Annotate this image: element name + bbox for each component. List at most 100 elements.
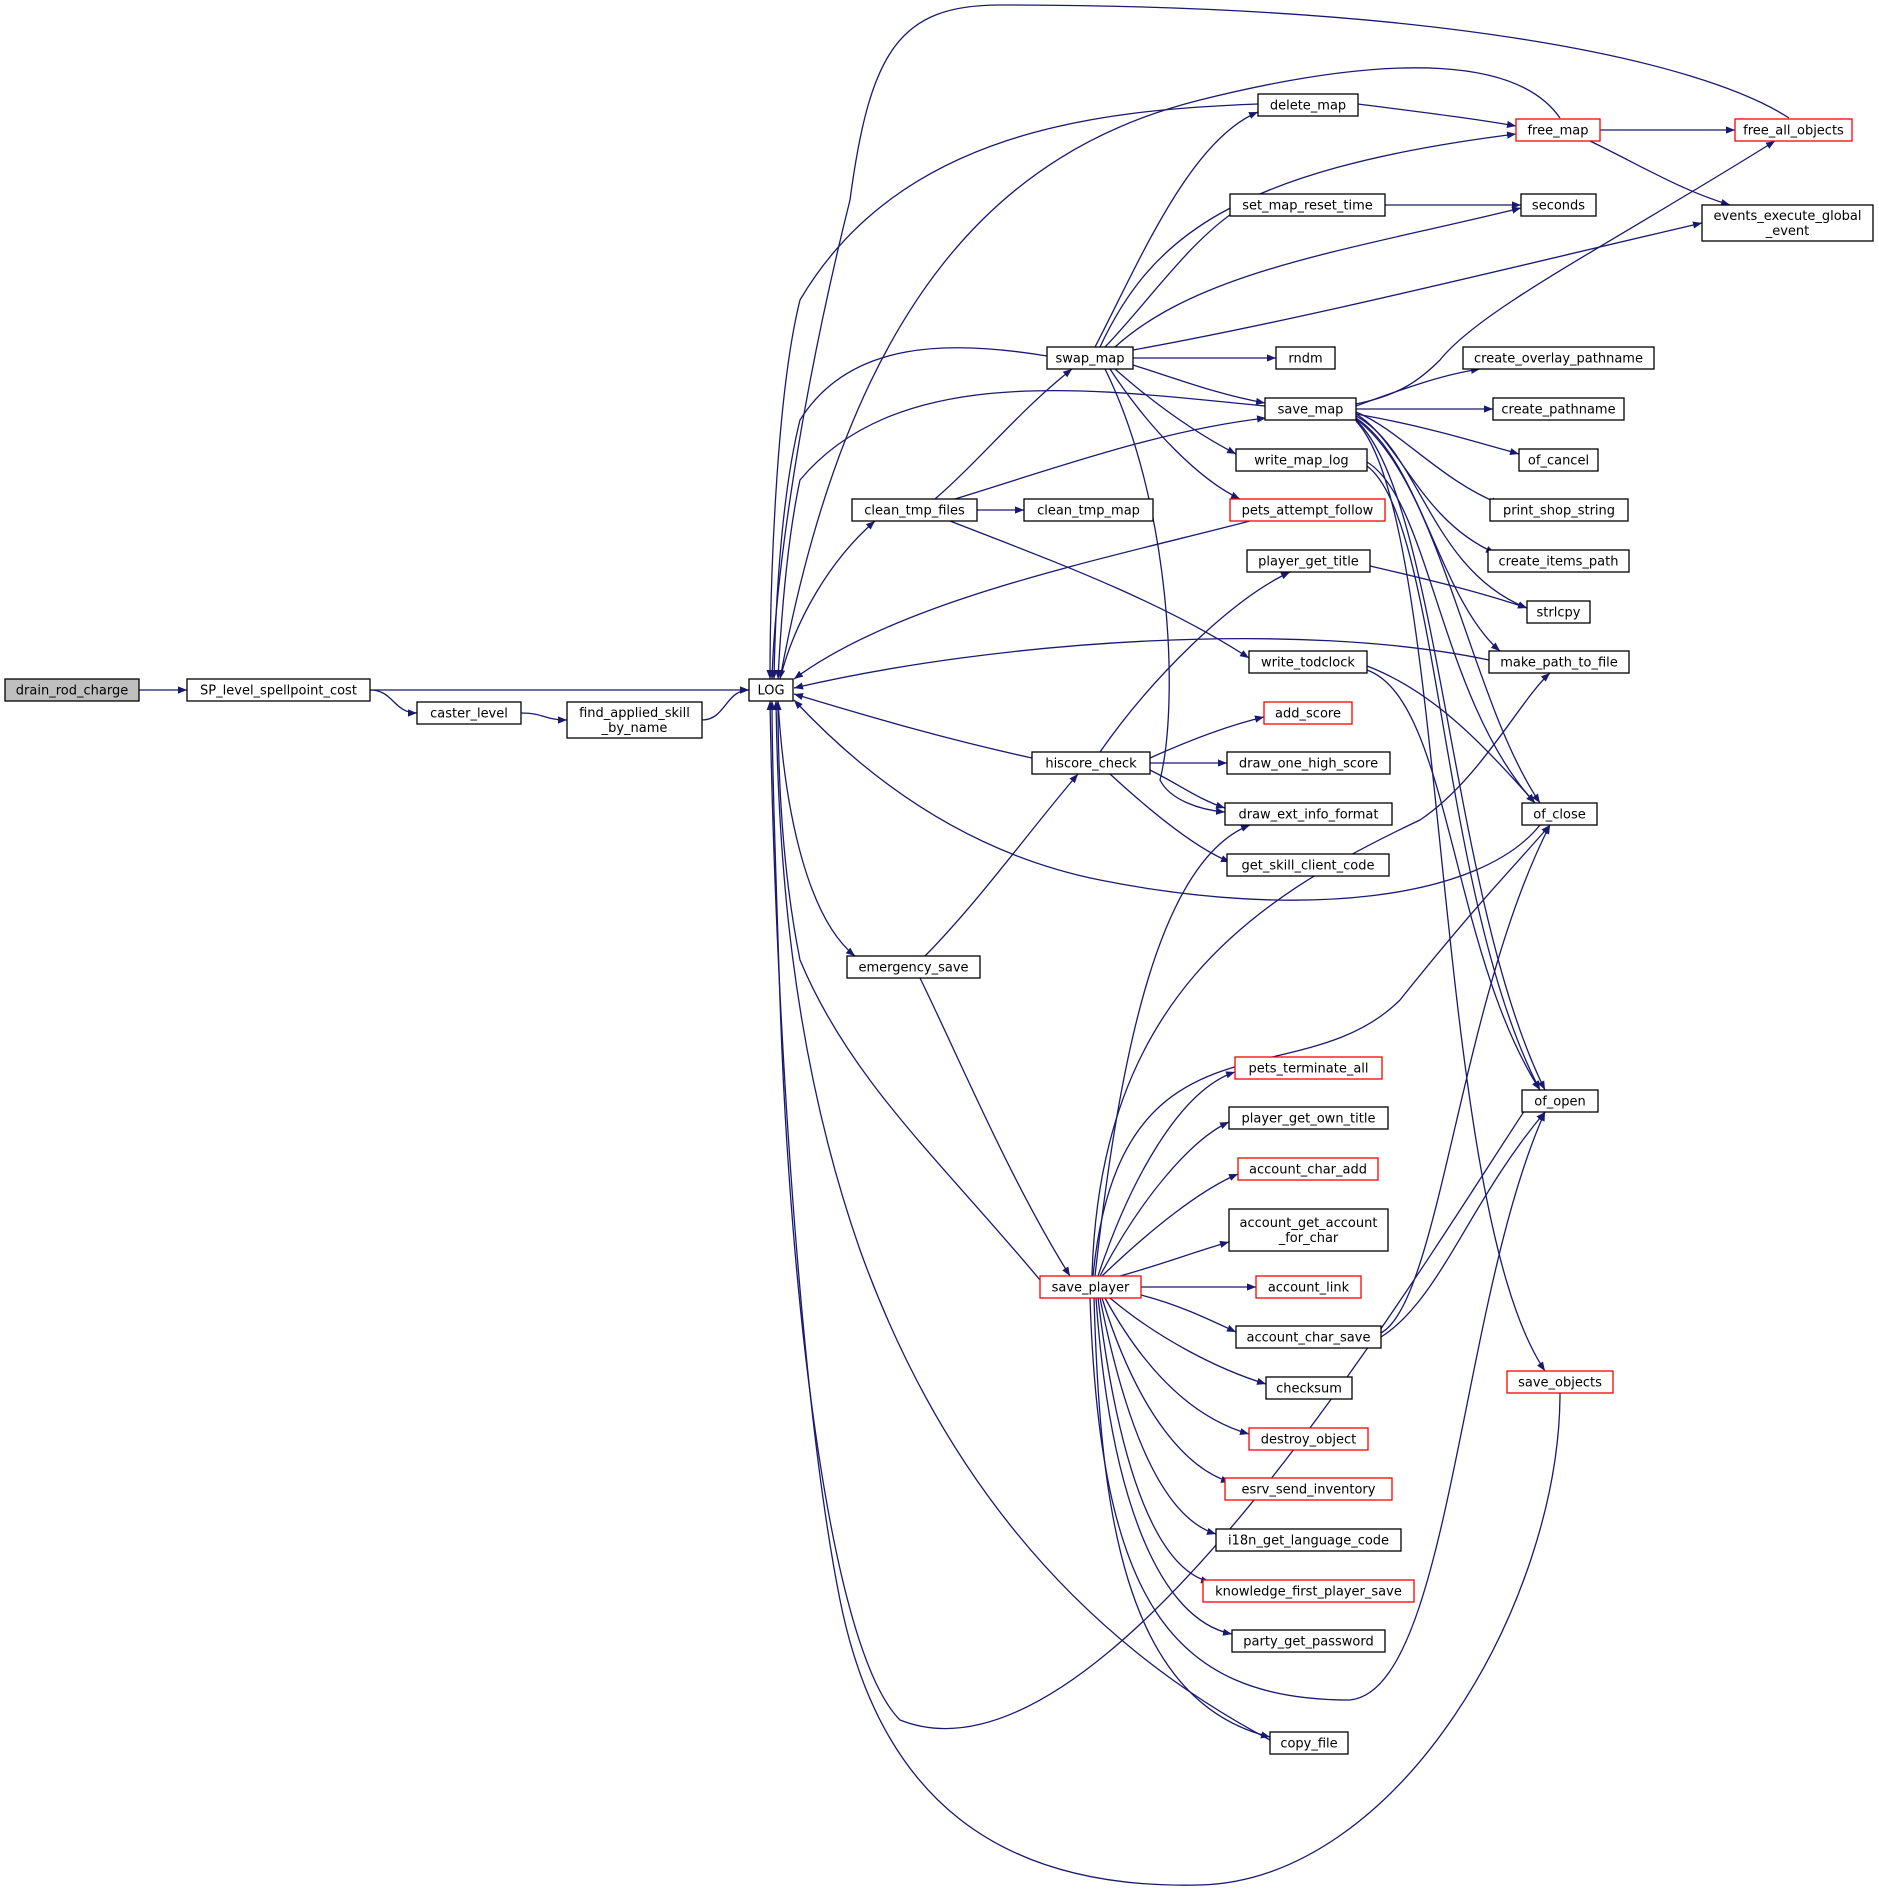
node-copy_file[interactable]: copy_file bbox=[1269, 1731, 1349, 1755]
node-player_get_own_title[interactable]: player_get_own_title bbox=[1228, 1106, 1389, 1130]
edge-free_all_objects-to-LOG bbox=[768, 4, 1790, 680]
node-account_link[interactable]: account_link bbox=[1255, 1275, 1362, 1299]
node-create_pathname[interactable]: create_pathname bbox=[1492, 397, 1625, 421]
edge-line bbox=[1149, 769, 1226, 809]
edge-save_player-to-i18n_get_language_code bbox=[1099, 1297, 1217, 1535]
edge-copy_file-to-LOG bbox=[772, 700, 1271, 1741]
node-box bbox=[186, 678, 371, 702]
node-box bbox=[1489, 498, 1629, 522]
edge-caster_level-to-find_applied_skill_by_name bbox=[520, 712, 568, 724]
node-print_shop_string[interactable]: print_shop_string bbox=[1489, 498, 1629, 522]
edge-save_map-to-create_overlay_pathname bbox=[1355, 366, 1481, 407]
node-save_objects[interactable]: save_objects bbox=[1506, 1370, 1614, 1394]
node-SP_level_spellpoint_cost[interactable]: SP_level_spellpoint_cost bbox=[186, 678, 371, 702]
edge-line bbox=[1355, 140, 1776, 405]
node-caster_level[interactable]: caster_level bbox=[416, 701, 522, 725]
node-box bbox=[748, 678, 794, 702]
edge-save_player-to-esrv_send_inventory bbox=[1101, 1297, 1231, 1483]
node-create_items_path[interactable]: create_items_path bbox=[1487, 549, 1630, 573]
edge-account_char_save-to-of_open bbox=[1380, 1111, 1546, 1338]
edge-line bbox=[1355, 411, 1501, 505]
edge-of_close-to-LOG bbox=[793, 699, 1541, 901]
node-label: get_skill_client_code bbox=[1241, 859, 1374, 874]
node-account_char_save[interactable]: account_char_save bbox=[1235, 1325, 1382, 1349]
node-label: strlcpy bbox=[1537, 606, 1581, 621]
node-label: i18n_get_language_code bbox=[1228, 1534, 1389, 1549]
node-create_overlay_pathname[interactable]: create_overlay_pathname bbox=[1462, 346, 1655, 370]
node-label: copy_file bbox=[1280, 1737, 1337, 1752]
edge-save_map-to-print_shop_string bbox=[1355, 411, 1501, 505]
node-box bbox=[1202, 1579, 1415, 1603]
edge-swap_map-to-save_map bbox=[1132, 364, 1266, 405]
node-label: emergency_save bbox=[858, 961, 968, 976]
edge-line bbox=[1380, 824, 1551, 1334]
node-write_map_log[interactable]: write_map_log bbox=[1235, 448, 1368, 472]
node-save_player[interactable]: save_player bbox=[1039, 1275, 1142, 1299]
node-seconds[interactable]: seconds bbox=[1520, 193, 1597, 217]
node-label: create_pathname bbox=[1501, 403, 1615, 418]
edge-line bbox=[369, 689, 418, 717]
node-save_map[interactable]: save_map bbox=[1264, 397, 1357, 421]
edge-swap_map-to-seconds bbox=[1114, 206, 1522, 348]
node-clean_tmp_map[interactable]: clean_tmp_map bbox=[1023, 498, 1154, 522]
node-events_execute_global_event[interactable]: events_execute_global_event bbox=[1701, 204, 1874, 242]
node-label: account_link bbox=[1268, 1281, 1350, 1296]
edge-line bbox=[777, 700, 856, 957]
edge-line bbox=[701, 686, 750, 721]
node-find_applied_skill_by_name[interactable]: find_applied_skill_by_name bbox=[566, 701, 703, 739]
node-account_get_account_for_char[interactable]: account_get_account_for_char bbox=[1228, 1208, 1389, 1252]
node-draw_ext_info_format[interactable]: draw_ext_info_format bbox=[1224, 802, 1393, 826]
node-label: print_shop_string bbox=[1503, 504, 1615, 519]
node-get_skill_client_code[interactable]: get_skill_client_code bbox=[1226, 853, 1390, 877]
node-box bbox=[1228, 1208, 1389, 1252]
node-pets_terminate_all[interactable]: pets_terminate_all bbox=[1234, 1056, 1383, 1080]
node-esrv_send_inventory[interactable]: esrv_send_inventory bbox=[1224, 1477, 1393, 1501]
edge-swap_map-to-free_map bbox=[1099, 131, 1517, 348]
node-party_get_password[interactable]: party_get_password bbox=[1231, 1629, 1386, 1653]
node-LOG[interactable]: LOG bbox=[748, 678, 794, 702]
edge-line bbox=[949, 520, 1250, 659]
edge-pets_attempt_follow-to-LOG bbox=[793, 520, 1251, 680]
edge-line bbox=[1095, 1297, 1233, 1636]
node-player_get_title[interactable]: player_get_title bbox=[1246, 549, 1371, 573]
node-label: delete_map bbox=[1270, 99, 1346, 114]
node-label: find_applied_skill bbox=[579, 706, 690, 721]
node-make_path_to_file[interactable]: make_path_to_file bbox=[1488, 650, 1630, 674]
node-strlcpy[interactable]: strlcpy bbox=[1526, 600, 1591, 624]
edge-line bbox=[1114, 368, 1237, 455]
edge-account_char_save-to-of_close bbox=[1380, 824, 1551, 1334]
node-write_todclock[interactable]: write_todclock bbox=[1248, 650, 1368, 674]
node-clean_tmp_files[interactable]: clean_tmp_files bbox=[851, 498, 978, 522]
edge-line bbox=[1355, 366, 1481, 407]
edge-line bbox=[1097, 1071, 1236, 1277]
edge-line bbox=[1089, 1111, 1546, 1701]
node-box bbox=[1224, 1477, 1393, 1501]
node-label: _event bbox=[1765, 224, 1810, 239]
node-account_char_add[interactable]: account_char_add bbox=[1237, 1157, 1379, 1181]
node-label: free_all_objects bbox=[1743, 124, 1844, 139]
node-free_all_objects[interactable]: free_all_objects bbox=[1734, 118, 1853, 142]
node-checksum[interactable]: checksum bbox=[1265, 1376, 1353, 1400]
node-set_map_reset_time[interactable]: set_map_reset_time bbox=[1229, 193, 1386, 217]
edge-line bbox=[774, 389, 1266, 680]
node-drain_rod_charge[interactable]: drain_rod_charge bbox=[4, 678, 140, 702]
node-free_map[interactable]: free_map bbox=[1515, 118, 1601, 142]
edge-save_player-to-draw_ext_info_format bbox=[1094, 824, 1251, 1277]
node-rndm[interactable]: rndm bbox=[1275, 346, 1336, 370]
node-of_cancel[interactable]: of_cancel bbox=[1518, 448, 1599, 472]
node-emergency_save[interactable]: emergency_save bbox=[846, 955, 981, 979]
node-draw_one_high_score[interactable]: draw_one_high_score bbox=[1226, 751, 1391, 775]
node-delete_map[interactable]: delete_map bbox=[1257, 93, 1359, 117]
node-swap_map[interactable]: swap_map bbox=[1046, 346, 1134, 370]
node-pets_attempt_follow[interactable]: pets_attempt_follow bbox=[1229, 498, 1386, 522]
edge-line bbox=[924, 773, 1079, 957]
node-box bbox=[1265, 1376, 1353, 1400]
node-knowledge_first_player_save[interactable]: knowledge_first_player_save bbox=[1202, 1579, 1415, 1603]
node-add_score[interactable]: add_score bbox=[1263, 701, 1353, 725]
node-i18n_get_language_code[interactable]: i18n_get_language_code bbox=[1215, 1528, 1402, 1552]
node-destroy_object[interactable]: destroy_object bbox=[1248, 1427, 1369, 1451]
node-of_close[interactable]: of_close bbox=[1521, 802, 1598, 826]
node-hiscore_check[interactable]: hiscore_check bbox=[1031, 751, 1151, 775]
node-of_open[interactable]: of_open bbox=[1521, 1089, 1599, 1113]
edge-save_map-to-strlcpy bbox=[1355, 415, 1528, 609]
